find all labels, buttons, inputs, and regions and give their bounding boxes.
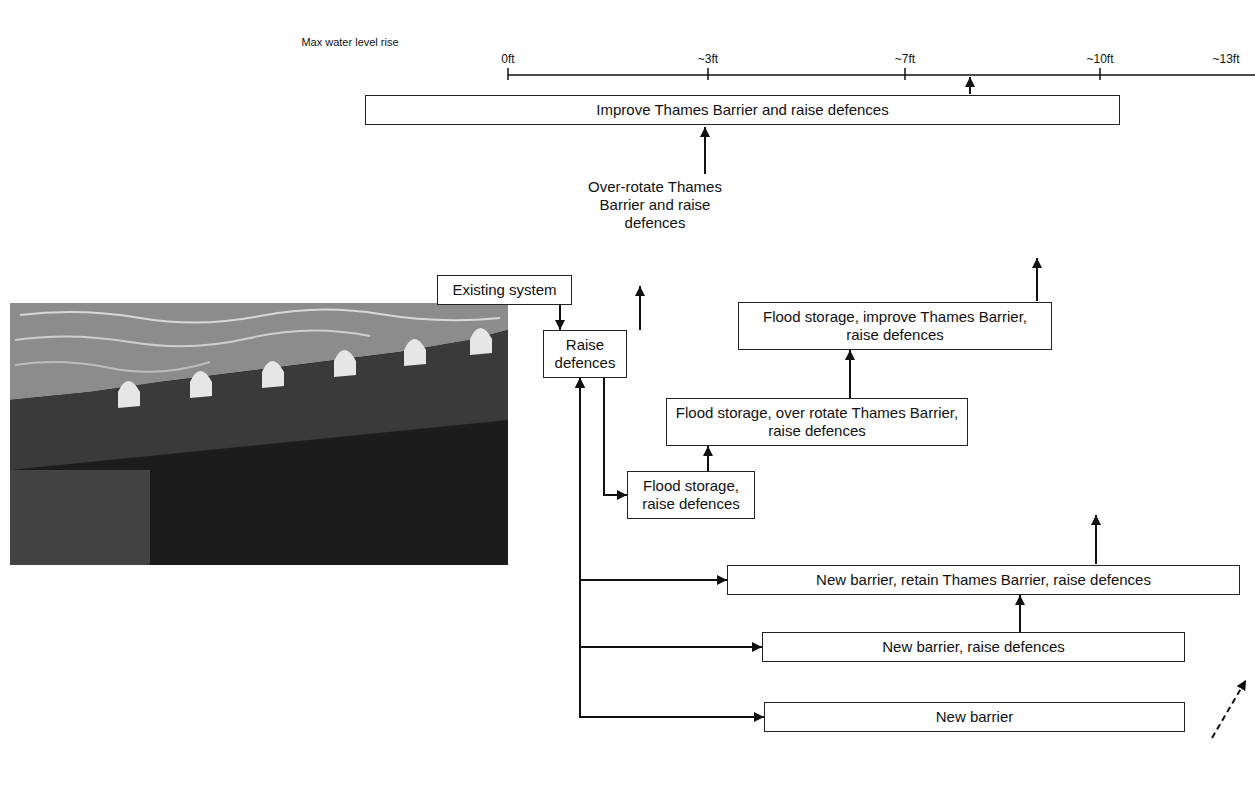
pathway-arrow [604, 378, 627, 495]
photo-gate-piers [118, 328, 492, 408]
photo-wave [20, 309, 500, 322]
process-box: Existing system [437, 275, 572, 305]
pathway-label: Over-rotate Thames Barrier and raise def… [580, 178, 730, 232]
process-box: Improve Thames Barrier and raise defence… [365, 95, 1120, 125]
process-box: Raise defences [543, 330, 627, 378]
photo-shore [10, 470, 150, 565]
axis-tick-label: ~3ft [698, 52, 718, 66]
process-box: Flood storage, improve Thames Barrier, r… [738, 302, 1052, 350]
pathway-arrow [707, 446, 709, 471]
box-text: Flood storage, improve Thames Barrier, r… [745, 308, 1045, 344]
process-box: New barrier, retain Thames Barrier, rais… [727, 565, 1240, 595]
box-text: Improve Thames Barrier and raise defence… [372, 101, 1113, 119]
axis-tick [707, 68, 709, 80]
gate-pier [262, 361, 284, 388]
dashed-pathway-arrow [1212, 680, 1246, 738]
pathway-arrow [969, 77, 971, 94]
photo-wave [15, 362, 210, 372]
axis-title: Max water level rise [301, 36, 398, 49]
pathway-arrow [639, 286, 641, 330]
axis-tick [904, 68, 906, 80]
axis-line [508, 74, 1255, 76]
photo-ground [10, 303, 508, 565]
process-box: New barrier [764, 702, 1185, 732]
box-text: Flood storage, raise defences [634, 477, 748, 513]
gate-pier [334, 350, 356, 377]
box-text: New barrier, retain Thames Barrier, rais… [734, 571, 1233, 589]
gate-pier [118, 381, 140, 408]
axis-tick-label: ~13ft [1212, 52, 1239, 66]
pathway-arrow [559, 305, 561, 330]
axis-tick-label: ~7ft [895, 52, 915, 66]
pathway-arrow [849, 350, 851, 398]
process-box: New barrier, raise defences [762, 632, 1185, 662]
process-box: Flood storage, raise defences [627, 471, 755, 519]
box-text: Raise defences [550, 336, 620, 372]
box-text: Flood storage, over rotate Thames Barrie… [673, 404, 961, 440]
box-text: Existing system [444, 281, 565, 299]
process-box: Flood storage, over rotate Thames Barrie… [666, 398, 968, 446]
axis-tick-label: ~10ft [1086, 52, 1113, 66]
box-text: New barrier, raise defences [769, 638, 1178, 656]
box-text: New barrier [771, 708, 1178, 726]
photo-wave [15, 330, 370, 346]
axis-tick [507, 68, 509, 80]
gate-pier [190, 371, 212, 398]
photo-barrier-wall [10, 330, 508, 470]
gate-pier [470, 328, 492, 355]
axis-tick-label: 0ft [501, 52, 514, 66]
pathway-arrow [1036, 258, 1038, 301]
pathway-arrow [1019, 595, 1021, 632]
pathway-arrow [704, 127, 706, 174]
gate-pier [404, 339, 426, 366]
axis-tick [1099, 68, 1101, 80]
pathway-arrow [1095, 515, 1097, 564]
